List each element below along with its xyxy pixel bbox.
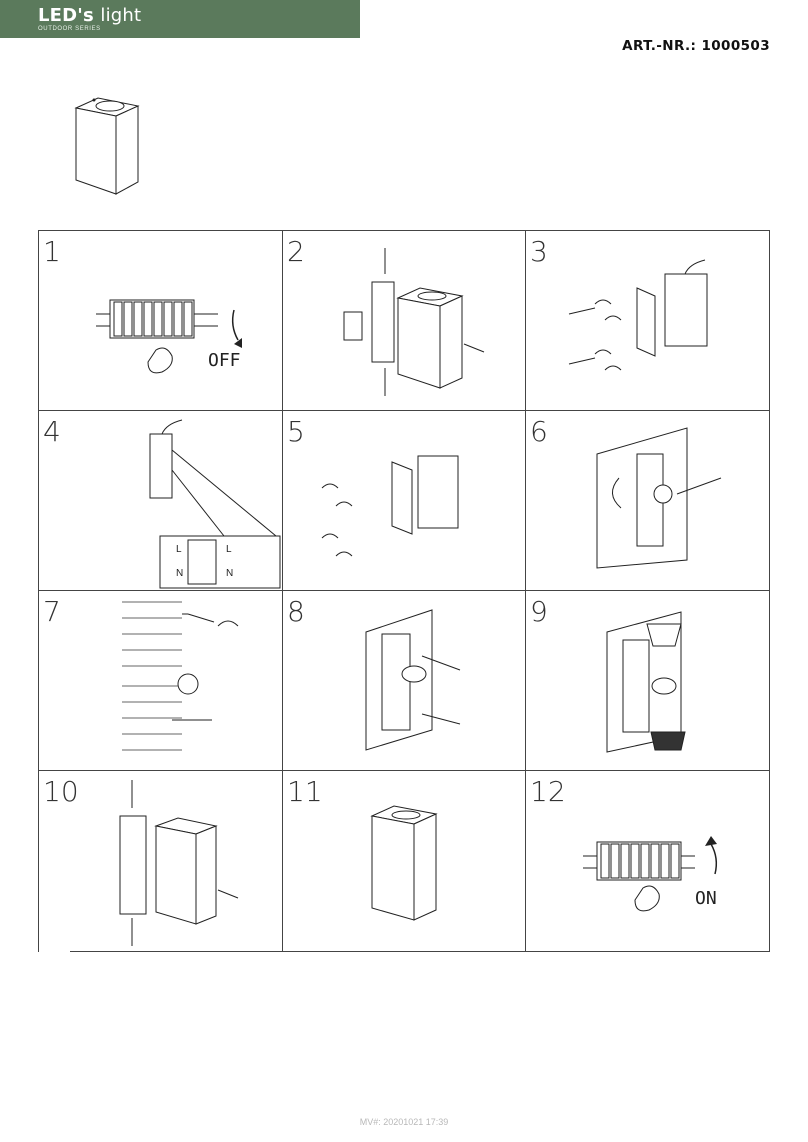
step-number: 3	[530, 235, 548, 268]
step-8: 8	[282, 590, 526, 770]
lamp-box-icon	[74, 97, 140, 195]
instruction-grid: 1 OFF 2	[38, 230, 770, 952]
step-7: 7	[38, 590, 282, 770]
step-3: 3	[525, 230, 769, 410]
article-number: ART.-NR.: 1000503	[622, 38, 770, 54]
step-number: 11	[287, 775, 323, 808]
step-number: 12	[530, 775, 566, 808]
product-illustration	[70, 90, 150, 205]
footer-metadata: MV#: 20201021 17:39	[359, 1117, 449, 1127]
off-label: OFF	[208, 350, 241, 371]
step-number: 4	[43, 415, 61, 448]
brand-name-light: light	[100, 5, 142, 26]
step-10: 10	[38, 770, 282, 950]
brand-logo: LED's light	[38, 5, 141, 26]
wire-label: N	[176, 568, 183, 579]
step-5: 5	[282, 410, 526, 590]
step-number: 1	[43, 235, 61, 268]
screws-illustration	[568, 259, 708, 371]
step-number: 6	[530, 415, 548, 448]
brand-banner: LED's light OUTDOOR SERIES	[0, 0, 360, 38]
on-label: ON	[695, 888, 717, 909]
housing-attach-illustration	[119, 780, 239, 946]
step-number: 2	[287, 235, 305, 268]
step-9: 9	[525, 590, 769, 770]
brand-name-bold: LED's	[38, 5, 94, 26]
bracket-assembly-illustration	[321, 455, 459, 557]
wiring-illustration: L N L N	[149, 419, 281, 589]
bulb-install-illustration	[606, 611, 686, 753]
wire-label: L	[226, 544, 232, 555]
step-number: 7	[43, 595, 61, 628]
bracket-screw-illustration	[365, 609, 461, 751]
step-2: 2	[282, 230, 526, 410]
breaker-on-illustration: ON	[583, 836, 718, 912]
step-4: 4 L N L N	[38, 410, 282, 590]
finished-lamp-illustration	[370, 805, 438, 921]
wire-label: L	[176, 544, 182, 555]
step-1: 1 OFF	[38, 230, 282, 410]
wire-label: N	[226, 568, 233, 579]
mount-removal-illustration	[343, 248, 485, 396]
wall-mounted-lamp-illustration	[596, 427, 722, 569]
step-6: 6	[525, 410, 769, 590]
brand-subtitle: OUTDOOR SERIES	[38, 26, 101, 32]
step-number: 10	[43, 775, 79, 808]
breaker-off-illustration: OFF	[96, 299, 242, 374]
step-11: 11	[282, 770, 526, 950]
step-number: 8	[287, 595, 305, 628]
step-number: 9	[530, 595, 548, 628]
step-number: 5	[287, 415, 305, 448]
step-12: 12 ON	[525, 770, 769, 950]
drilling-illustration	[122, 601, 239, 751]
